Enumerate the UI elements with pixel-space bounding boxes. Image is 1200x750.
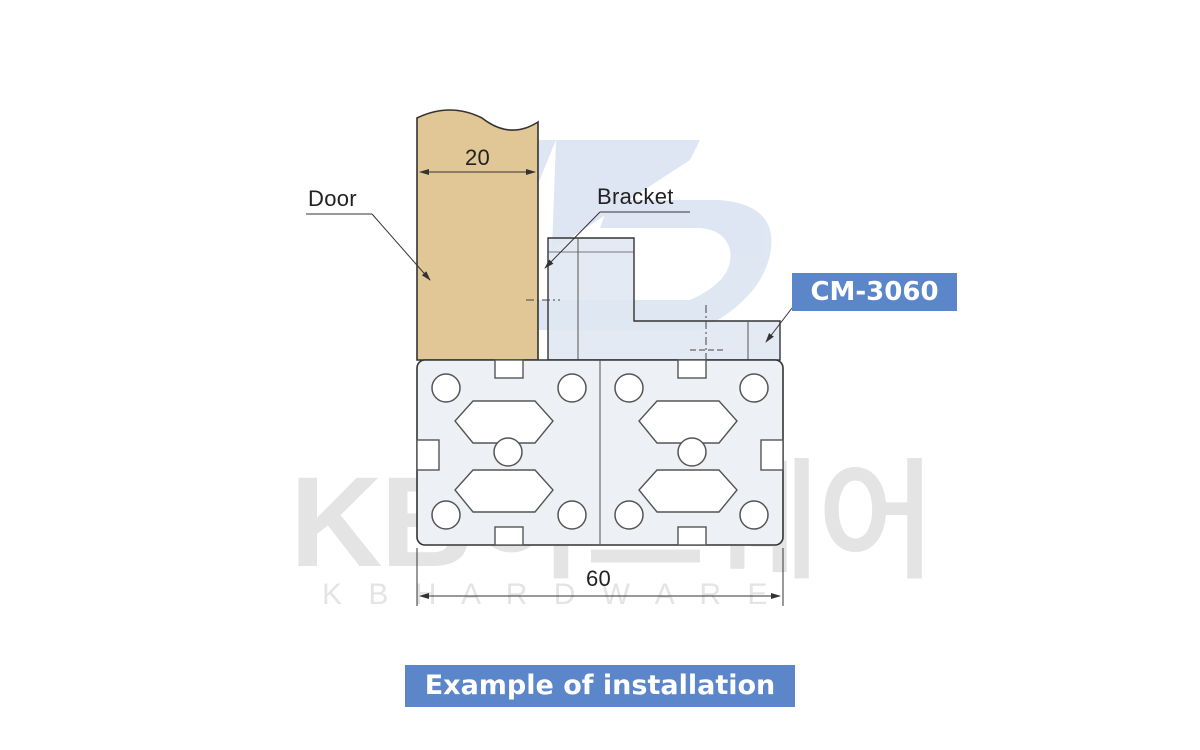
door-panel — [416, 109, 539, 361]
bracket-shape — [547, 237, 781, 361]
profile-width-value: 60 — [586, 566, 612, 591]
bracket-leader — [544, 211, 690, 269]
part-code-badge: CM-3060 — [792, 273, 957, 311]
bracket-label: Bracket — [597, 184, 674, 209]
door-width-value: 20 — [465, 145, 491, 170]
watermark-subtitle: K B H A R D W A R E — [322, 578, 777, 611]
part-code-leader — [765, 307, 793, 343]
caption-banner: Example of installation — [405, 665, 795, 707]
door-leader — [306, 213, 431, 281]
door-label: Door — [308, 186, 357, 211]
dimension-60 — [416, 548, 784, 606]
aluminum-profile — [416, 359, 784, 546]
